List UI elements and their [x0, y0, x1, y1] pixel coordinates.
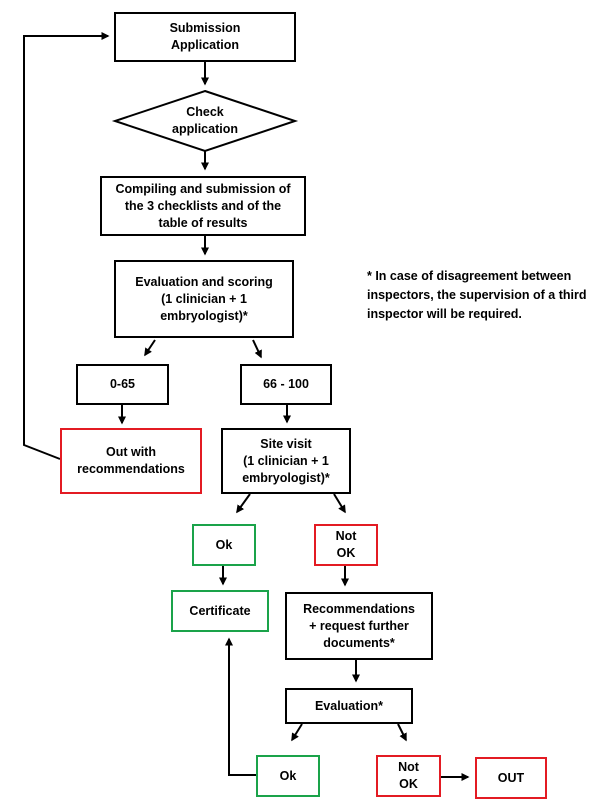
site-visit-box: Site visit (1 clinician + 1 embryologist… [221, 428, 351, 494]
arrow-evaluation-to-notok [397, 723, 407, 742]
disagreement-note: * In case of disagreement between inspec… [367, 267, 599, 324]
recommendations-request-box: Recommendations + request further docume… [285, 592, 433, 660]
evaluation-scoring-box: Evaluation and scoring (1 clinician + 1 … [114, 260, 294, 338]
arrow-sitevisit-to-notok [333, 493, 346, 514]
note-line-1: * In case of disagreement between [367, 269, 572, 283]
out-with-recommendations-box: Out with recommendations [60, 428, 202, 494]
arrow-sitevisit-to-ok [236, 493, 251, 514]
check-application-label: Check application [172, 105, 238, 136]
score-range-high-box: 66 - 100 [240, 364, 332, 405]
note-line-3: inspector will be required. [367, 307, 522, 321]
not-ok-box-first: Not OK [314, 524, 378, 566]
note-line-2: inspectors, the supervision of a third [367, 288, 587, 302]
score-range-low-box: 0-65 [76, 364, 169, 405]
submission-application-box: Submission Application [114, 12, 296, 62]
not-ok-box-second: Not OK [376, 755, 441, 797]
arrow-evaluation-to-high [252, 339, 262, 359]
evaluation-box: Evaluation* [285, 688, 413, 724]
ok-box-second: Ok [256, 755, 320, 797]
arrow-out-back-to-submission [23, 32, 110, 460]
compiling-submission-box: Compiling and submission of the 3 checkl… [100, 176, 306, 236]
arrow-evaluation-to-low [144, 339, 156, 357]
out-box: OUT [475, 757, 547, 799]
ok-box-first: Ok [192, 524, 256, 566]
arrow-evaluation-to-ok [291, 723, 303, 742]
arrow-ok-to-certificate-up [225, 637, 256, 776]
certificate-box: Certificate [171, 590, 269, 632]
